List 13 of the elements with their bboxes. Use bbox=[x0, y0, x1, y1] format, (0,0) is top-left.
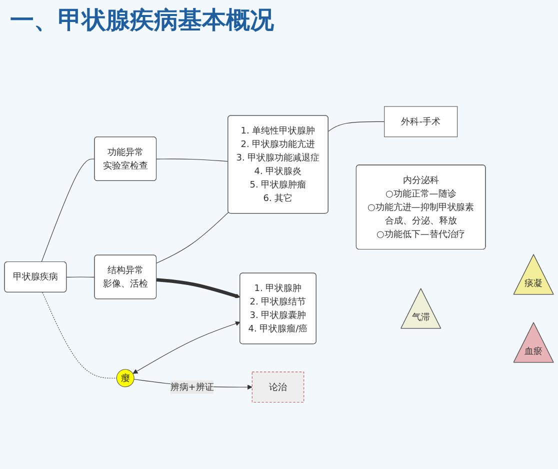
title: 一、甲状腺疾病基本概况 bbox=[10, 4, 275, 36]
node-box: 论治 bbox=[252, 372, 304, 403]
arrow bbox=[156, 278, 240, 298]
connector bbox=[66, 276, 95, 278]
edge-label: 辨病+辨证 bbox=[170, 382, 214, 392]
connector bbox=[42, 292, 117, 378]
node-circle: 瘿 bbox=[116, 369, 134, 388]
connector bbox=[328, 122, 385, 132]
connector bbox=[156, 212, 229, 264]
arrow bbox=[132, 321, 240, 374]
connector bbox=[41, 158, 95, 262]
node-box: 外科-手术 bbox=[384, 106, 458, 138]
connector bbox=[156, 158, 228, 162]
